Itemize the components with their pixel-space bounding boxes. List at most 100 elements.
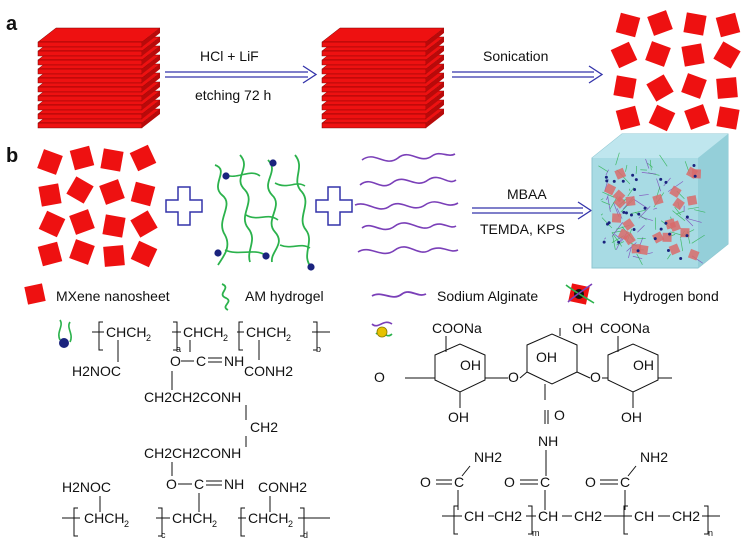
mxene-legend-swatch xyxy=(24,283,46,305)
stack-layer xyxy=(321,122,427,129)
carbonyl-o-3: O xyxy=(585,474,596,490)
legend-mxene-label: MXene nanosheet xyxy=(56,288,170,304)
amide-bottom-right: CONH2 xyxy=(258,479,307,495)
stack-layer xyxy=(142,91,160,110)
etched-mxene-stack xyxy=(321,27,445,129)
subscript-2: 2 xyxy=(146,333,151,343)
stack-layer xyxy=(321,95,427,102)
gel-crosslink xyxy=(668,232,672,236)
gel-crosslink xyxy=(632,227,636,231)
gel-crosslink xyxy=(624,211,628,215)
mxene-nanosheet xyxy=(102,214,126,238)
gel-fiber xyxy=(686,218,702,223)
gel-fiber xyxy=(636,253,643,265)
stack-layer xyxy=(142,46,160,65)
gel-fiber xyxy=(612,235,616,250)
carbonyl-o-1: O xyxy=(420,474,431,490)
gel-crosslink xyxy=(605,179,609,183)
subscript-m: m xyxy=(532,528,540,538)
gel-fiber xyxy=(641,172,657,175)
gel-fiber xyxy=(626,242,637,252)
hydroxyl-ring3-bottom: OH xyxy=(621,409,642,425)
imine-top: NH xyxy=(224,353,244,369)
gel-fiber xyxy=(616,241,625,246)
panel-label-a: a xyxy=(6,13,18,35)
gel-nanosheet xyxy=(613,196,627,209)
stack-layer xyxy=(142,64,160,83)
amide-bottom-left: H2NOC xyxy=(62,479,111,495)
stack-layer xyxy=(321,77,427,84)
stack-layer xyxy=(37,77,143,84)
imine-bottom: NH xyxy=(224,476,244,492)
backbone-ch2-3: CH2 xyxy=(672,508,700,524)
gel-nanosheet xyxy=(664,218,677,230)
stack-layer xyxy=(37,122,143,129)
gel-fiber xyxy=(632,255,643,259)
mxene-nanosheet xyxy=(715,12,741,38)
stack-layer xyxy=(321,50,427,57)
stack-layer xyxy=(321,113,427,120)
carbonyl-c-1: C xyxy=(454,474,464,490)
mxene-nanosheet xyxy=(69,239,95,265)
gel-fiber xyxy=(674,206,681,216)
gel-fiber xyxy=(667,181,684,192)
sonication-arrow xyxy=(452,65,604,84)
subscript-a: a xyxy=(176,344,181,354)
linker-lower: CH2CH2CONH xyxy=(144,445,241,461)
mxene-nanosheet xyxy=(129,144,157,172)
hydroxyl-top: OH xyxy=(572,320,593,336)
backbone-unit-3: CHCH xyxy=(246,324,286,340)
sa-legend-swatch xyxy=(371,291,427,298)
stack-layer xyxy=(426,46,444,65)
mxene-nanosheet xyxy=(681,43,705,67)
gel-crosslink xyxy=(602,240,606,244)
gel-crosslink xyxy=(693,174,697,178)
mxene-nanosheet xyxy=(103,245,125,267)
stack-layer xyxy=(426,55,444,74)
stack-layer xyxy=(426,100,444,119)
stack-layer xyxy=(37,59,143,66)
gel-fiber xyxy=(694,209,706,213)
etching-time-label: etching 72 h xyxy=(195,87,271,103)
stack-layer xyxy=(142,82,160,101)
mxene-nanosheet xyxy=(647,10,673,36)
gel-fiber xyxy=(659,154,668,167)
legend-am-label: AM hydrogel xyxy=(245,288,324,304)
mxene-nanosheet xyxy=(37,149,63,175)
subscript-2: 2 xyxy=(288,519,293,529)
backbone-ch2-1: CH2 xyxy=(494,508,522,524)
gel-fiber xyxy=(600,213,603,216)
mxene-nanosheet xyxy=(38,210,66,238)
subscript-2: 2 xyxy=(124,519,129,529)
gel-crosslink xyxy=(622,210,626,214)
composite-hydrogel-cube xyxy=(591,133,729,269)
mxene-nanosheet xyxy=(38,183,62,207)
stack-layer xyxy=(426,37,444,56)
gel-fiber xyxy=(601,201,611,206)
legend-sa-label: Sodium Alginate xyxy=(437,288,538,304)
gel-fiber xyxy=(627,187,635,197)
subscript-2: 2 xyxy=(286,333,291,343)
mxene-nanosheet xyxy=(130,181,156,207)
gel-fiber xyxy=(687,206,699,210)
gel-crosslink xyxy=(666,248,670,252)
gel-crosslink xyxy=(659,177,663,181)
gel-fiber xyxy=(606,194,609,201)
gel-crosslink xyxy=(633,188,637,192)
am-hydrogel-network xyxy=(214,154,315,271)
glycosidic-oxygen-1: O xyxy=(508,369,519,385)
gel-nanosheet xyxy=(614,167,627,180)
mxene-nanosheet xyxy=(99,179,125,205)
gel-fiber xyxy=(628,247,632,259)
stack-layer xyxy=(142,73,160,92)
gel-fiber xyxy=(616,208,623,219)
gel-nanosheet xyxy=(625,196,636,207)
amine-2: NH2 xyxy=(640,449,668,465)
stack-layer xyxy=(426,64,444,83)
amide-left: H2NOC xyxy=(72,363,121,379)
gel-nanosheet xyxy=(652,231,665,244)
panel-label-b: b xyxy=(6,145,18,167)
amine-1: NH2 xyxy=(474,449,502,465)
stack-layer xyxy=(37,27,161,43)
mxene-nanosheet xyxy=(69,209,95,235)
